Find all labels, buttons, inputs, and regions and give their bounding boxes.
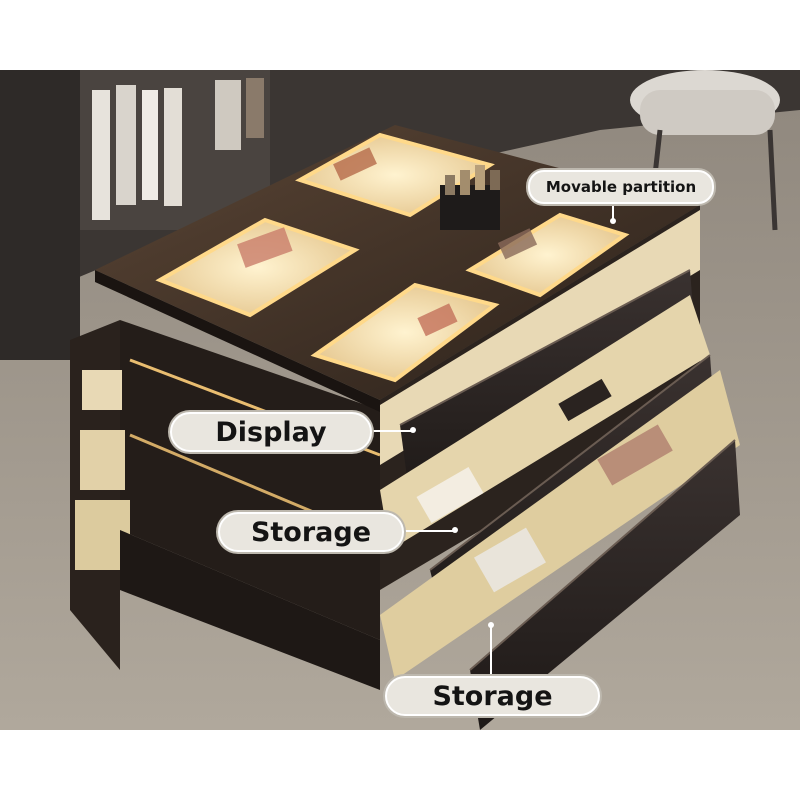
- leader-dot-display: [410, 427, 416, 433]
- display-trays: [155, 132, 630, 383]
- drawer-storage-bottom: [380, 370, 740, 730]
- display-label: Display: [170, 412, 372, 452]
- leader-dot-storage-bottom: [488, 622, 494, 628]
- storage-bottom-label: Storage: [385, 676, 600, 716]
- jewelry-island-cabinet-photo: [0, 70, 800, 730]
- leader-line-storage-middle: [404, 530, 454, 532]
- storage-middle-label: Storage: [218, 512, 404, 552]
- movable-partition-label: Movable partition: [528, 170, 714, 204]
- leader-line-partition: [612, 204, 614, 220]
- cabinet-front-left: [120, 320, 380, 640]
- leader-dot-storage-middle: [452, 527, 458, 533]
- leader-dot-partition: [610, 218, 616, 224]
- product-photo: [0, 70, 800, 730]
- leader-line-storage-bottom: [490, 626, 492, 678]
- leader-line-display: [372, 430, 412, 432]
